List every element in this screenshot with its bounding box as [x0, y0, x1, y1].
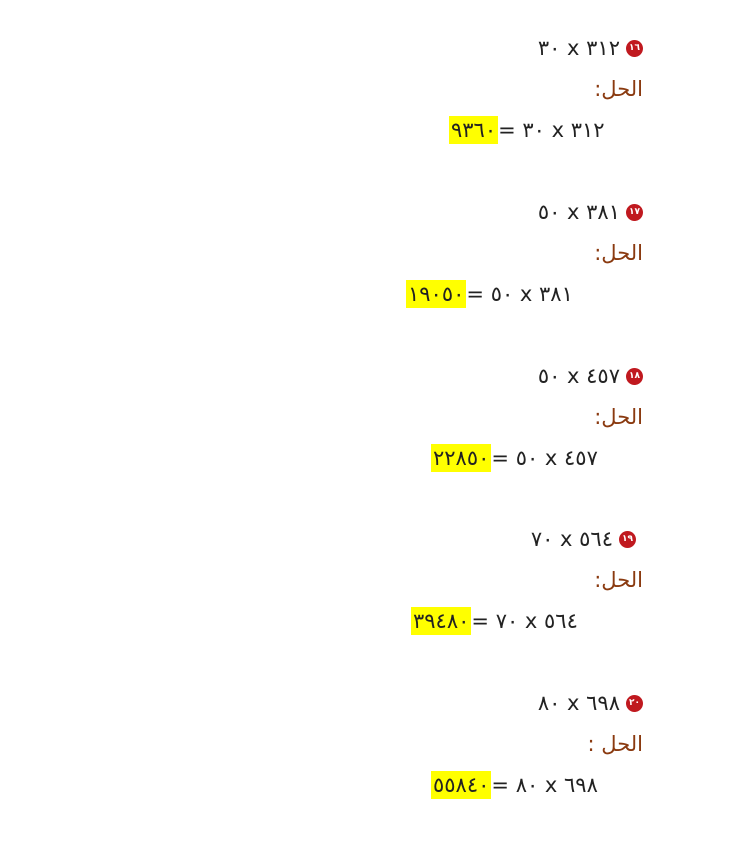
problem-17: ٥٠ x ٣٨١ ١٧ الحل: ١٩٠٥٠ = ٥٠ x ٣٨١ — [0, 197, 756, 361]
problem-number-badge: ١٩ — [619, 530, 636, 548]
answer-line: ٥٥٨٤٠ = ٨٠ x ٦٩٨ — [431, 770, 598, 800]
answer-result: ٩٣٦٠ — [449, 116, 499, 144]
answer-equation: = ٥٠ x ٣٨١ — [466, 282, 573, 306]
answer-result: ٢٢٨٥٠ — [431, 444, 492, 472]
answer-equation: = ٨٠ x ٦٩٨ — [491, 773, 598, 797]
answer-result: ٥٥٨٤٠ — [431, 771, 492, 799]
answer-line: ٩٣٦٠ = ٣٠ x ٣١٢ — [449, 115, 605, 145]
question-line: ٥٠ x ٤٥٧ ١٨ — [538, 361, 643, 391]
question-line: ٨٠ x ٦٩٨ ٢٠ — [538, 688, 643, 718]
solution-label: الحل: — [594, 568, 643, 592]
answer-line: ٣٩٤٨٠ = ٧٠ x ٥٦٤ — [411, 606, 578, 636]
solution-label: الحل : — [587, 732, 643, 756]
solution-label: الحل: — [594, 241, 643, 265]
question-expression: ٥٠ x ٣٨١ — [537, 200, 620, 224]
problem-20: ٨٠ x ٦٩٨ ٢٠ الحل : ٥٥٨٤٠ = ٨٠ x ٦٩٨ — [0, 688, 756, 852]
answer-result: ١٩٠٥٠ — [406, 280, 467, 308]
question-expression: ٨٠ x ٦٩٨ — [537, 691, 620, 715]
question-line: ٧٠ x ٥٦٤ ١٩ — [531, 524, 636, 554]
solution-label: الحل: — [594, 405, 643, 429]
problem-16: ٣٠ x ٣١٢ ١٦ الحل: ٩٣٦٠ = ٣٠ x ٣١٢ — [0, 33, 756, 197]
question-expression: ٥٠ x ٤٥٧ — [537, 364, 620, 388]
problem-number-badge: ٢٠ — [626, 694, 643, 712]
problem-19: ٧٠ x ٥٦٤ ١٩ الحل: ٣٩٤٨٠ = ٧٠ x ٥٦٤ — [0, 524, 756, 688]
answer-equation: = ٣٠ x ٣١٢ — [498, 118, 605, 142]
answer-line: ٢٢٨٥٠ = ٥٠ x ٤٥٧ — [431, 443, 598, 473]
question-expression: ٧٠ x ٥٦٤ — [530, 527, 613, 551]
problem-18: ٥٠ x ٤٥٧ ١٨ الحل: ٢٢٨٥٠ = ٥٠ x ٤٥٧ — [0, 361, 756, 525]
question-expression: ٣٠ x ٣١٢ — [537, 36, 620, 60]
answer-equation: = ٥٠ x ٤٥٧ — [491, 446, 598, 470]
problem-number-badge: ١٦ — [626, 39, 643, 57]
answer-result: ٣٩٤٨٠ — [411, 607, 472, 635]
problem-number-badge: ١٧ — [626, 203, 643, 221]
problem-number-badge: ١٨ — [626, 367, 643, 385]
solution-label: الحل: — [594, 77, 643, 101]
question-line: ٣٠ x ٣١٢ ١٦ — [538, 33, 643, 63]
answer-line: ١٩٠٥٠ = ٥٠ x ٣٨١ — [406, 279, 573, 309]
question-line: ٥٠ x ٣٨١ ١٧ — [538, 197, 643, 227]
answer-equation: = ٧٠ x ٥٦٤ — [471, 609, 578, 633]
